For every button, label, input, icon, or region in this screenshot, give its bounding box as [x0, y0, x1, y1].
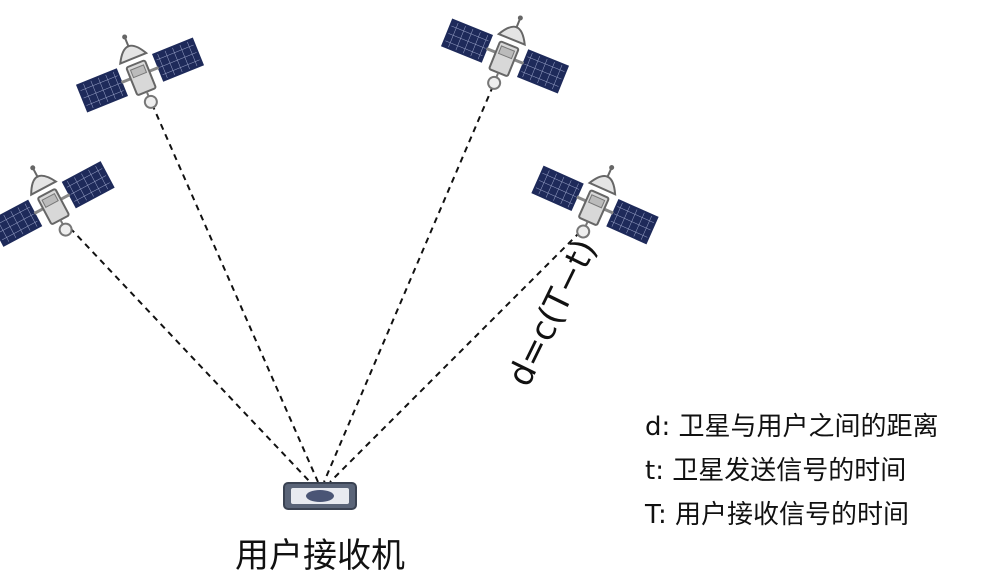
legend-item-T: T: 用户接收信号的时间 [645, 500, 910, 530]
receiver-icon [283, 482, 357, 510]
signal-line-3 [323, 85, 494, 483]
satellite-2 [64, 9, 213, 133]
signal-line-1 [69, 227, 311, 483]
legend-item-d: d: 卫星与用户之间的距离 [645, 412, 939, 442]
receiver-label: 用户接收机 [235, 536, 405, 576]
satellite-3 [432, 0, 581, 114]
signal-lines [69, 85, 581, 483]
signal-line-4 [329, 231, 581, 483]
signal-line-2 [151, 103, 319, 483]
legend-item-t: t: 卫星发送信号的时间 [645, 456, 907, 486]
legend: d: 卫星与用户之间的距离 t: 卫星发送信号的时间 T: 用户接收信号的时间 [645, 405, 939, 537]
satellite-4 [522, 138, 671, 264]
satellite-1 [0, 134, 125, 266]
